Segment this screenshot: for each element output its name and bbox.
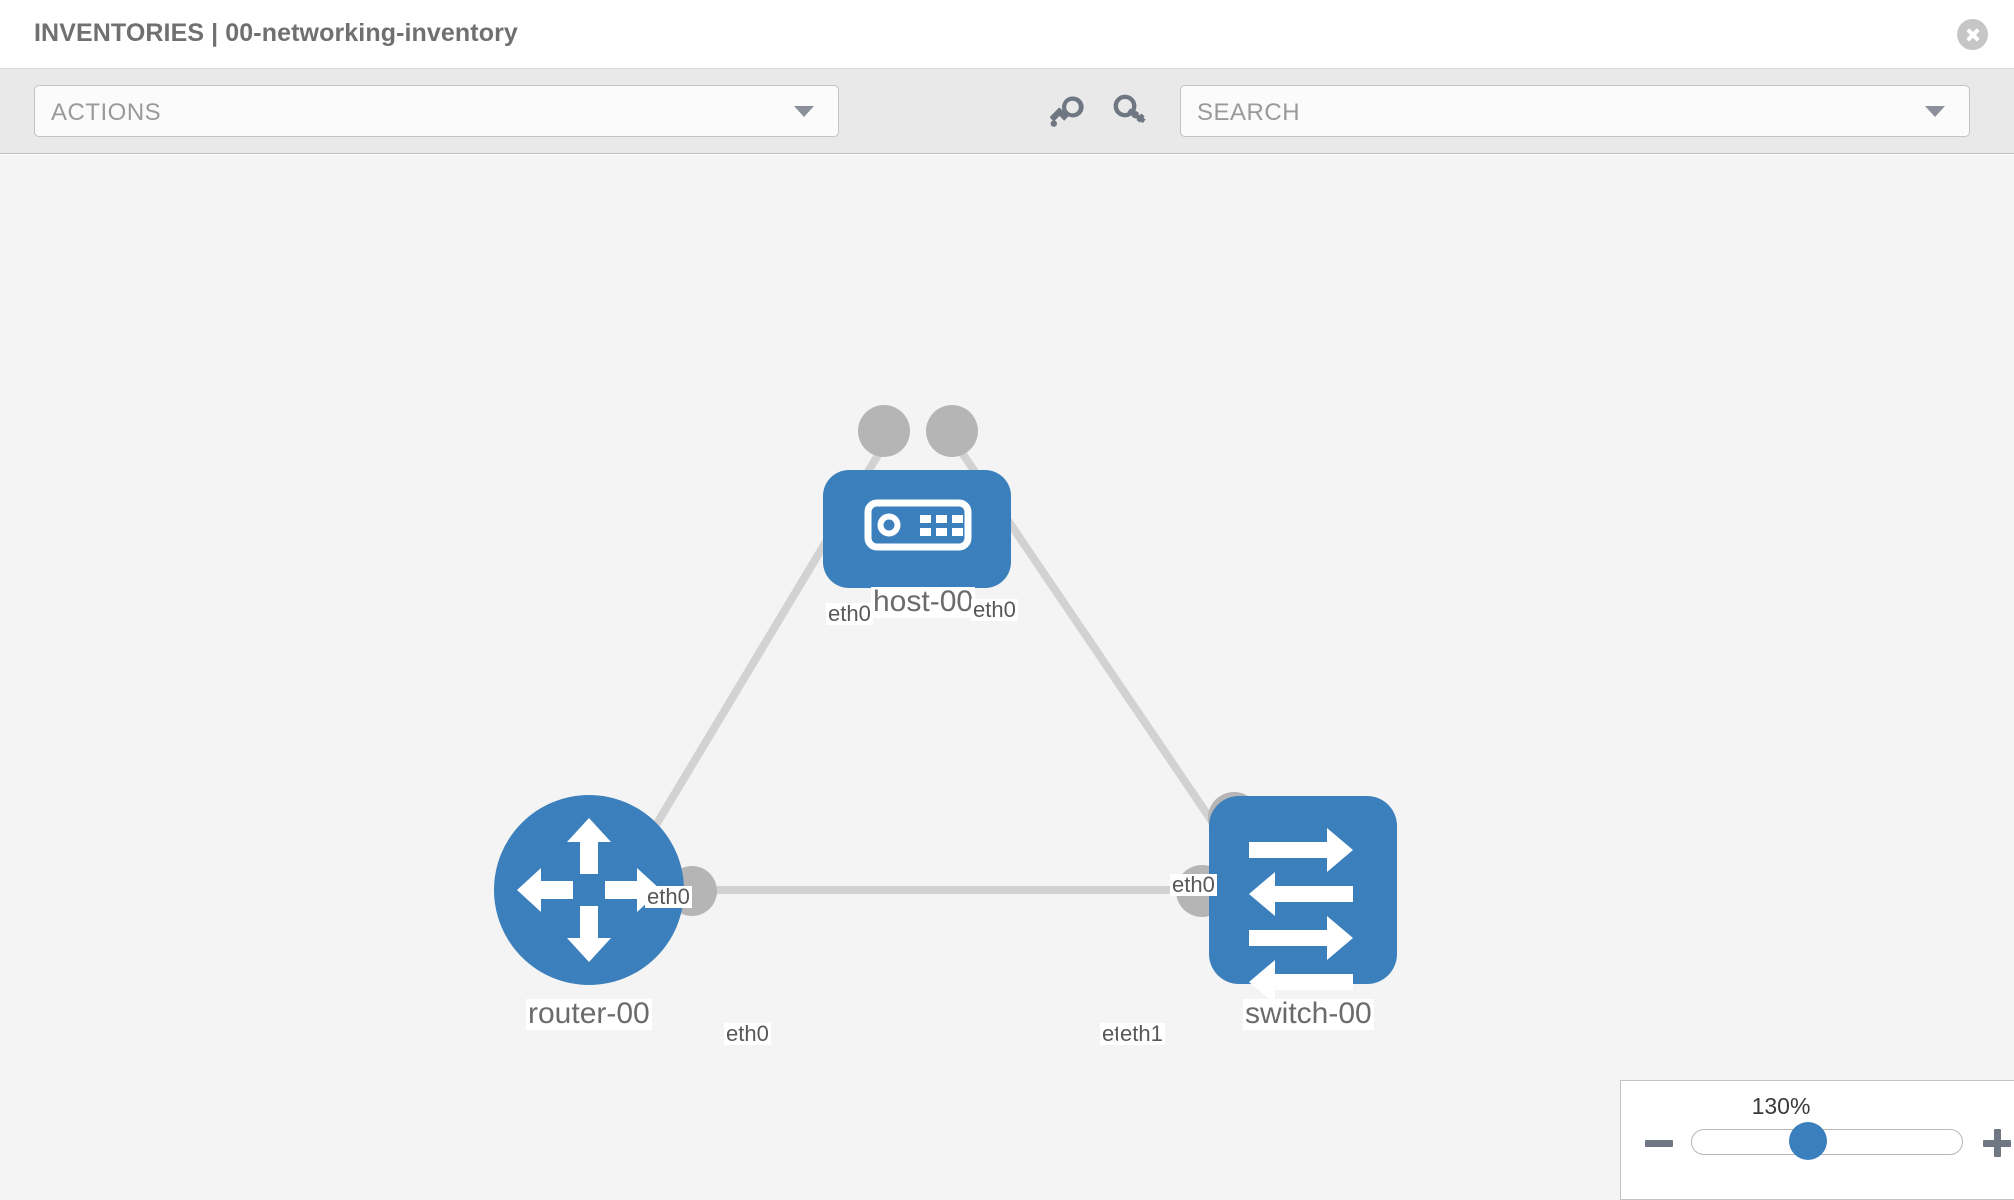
node-label-host-00: host-00 [871, 585, 976, 618]
port-host-left[interactable] [858, 405, 910, 457]
chevron-down-icon[interactable] [1925, 106, 1945, 117]
page-header: INVENTORIES | 00-networking-inventory [0, 0, 2014, 69]
search-input[interactable]: SEARCH [1180, 85, 1970, 137]
search-placeholder: SEARCH [1197, 99, 1301, 126]
close-icon[interactable] [1957, 19, 1988, 50]
actions-dropdown[interactable]: ACTIONS [34, 85, 839, 137]
zoom-slider-track[interactable] [1691, 1129, 1963, 1155]
plus-icon[interactable] [1983, 1129, 2011, 1157]
key-icon[interactable] [1110, 91, 1152, 133]
port-label-host-right: eth0 [971, 597, 1018, 622]
topology-graph [494, 405, 1397, 1004]
port-label-router-eth0: eth0 [724, 1021, 771, 1046]
chevron-down-icon [794, 106, 814, 117]
wrench-icon[interactable] [1043, 91, 1085, 133]
topology-canvas[interactable]: eth0 host-00 eth0 eth0 eth0 eth0 eth eth… [0, 155, 2014, 1200]
node-host-00[interactable] [823, 470, 1011, 588]
port-label-switch-uplink: eth0 [1170, 872, 1217, 897]
minus-icon[interactable] [1645, 1129, 1673, 1157]
port-label-switch-eth1: eth1 [1118, 1021, 1165, 1046]
actions-dropdown-label: ACTIONS [51, 99, 162, 126]
port-host-right[interactable] [926, 405, 978, 457]
zoom-slider-thumb[interactable] [1789, 1122, 1827, 1160]
node-label-router-00: router-00 [526, 997, 652, 1030]
zoom-control-panel: 130% [1620, 1080, 2014, 1200]
page-title: INVENTORIES | 00-networking-inventory [34, 19, 518, 47]
port-label-router-uplink: eth0 [645, 884, 692, 909]
server-appliance-icon [864, 499, 972, 551]
node-router-00[interactable] [494, 795, 684, 985]
toolbar: ACTIONS SEARCH [0, 69, 2014, 154]
node-label-switch-00: switch-00 [1243, 997, 1374, 1030]
node-switch-00[interactable] [1209, 796, 1397, 1004]
zoom-percent-label: 130% [1751, 1093, 1811, 1119]
bidirectional-arrows-icon [1249, 828, 1353, 1004]
port-label-host-left: eth0 [826, 601, 873, 626]
